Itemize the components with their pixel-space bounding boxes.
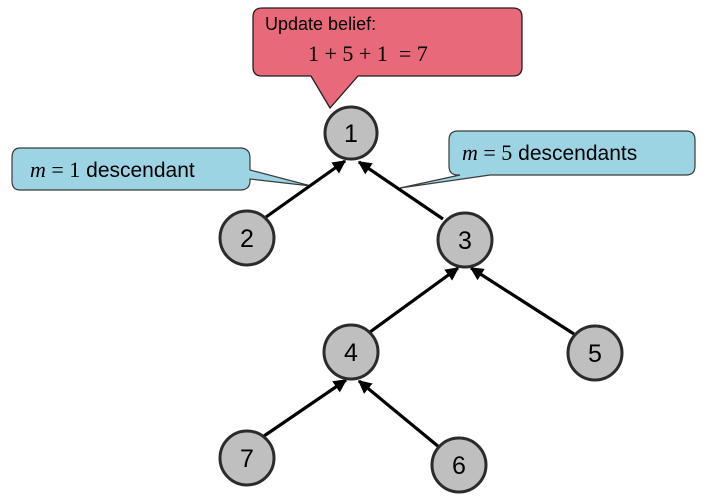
- tree-node-4: 4: [322, 323, 380, 381]
- node-label: 1: [344, 120, 358, 148]
- tree-node-3: 3: [436, 211, 494, 269]
- node-label: 7: [240, 445, 254, 473]
- edge-5-to-3: [469, 266, 575, 336]
- right-descendant-label: m = 5 descendants: [462, 140, 637, 165]
- left-descendant-eq: = 1: [46, 157, 80, 182]
- node-label: 4: [344, 339, 358, 367]
- edge-6-to-4: [357, 379, 441, 449]
- update-belief-callout: Update belief: 1 + 5 + 1 = 7: [252, 7, 523, 110]
- edge-3-to-1: [357, 160, 444, 221]
- node-label: 2: [240, 225, 254, 253]
- tree-node-7: 7: [218, 429, 276, 487]
- edge-7-to-4: [263, 378, 348, 438]
- right-descendant-var: m: [462, 140, 478, 165]
- left-descendant-text: descendant: [80, 159, 195, 182]
- update-belief-title: Update belief:: [265, 14, 376, 34]
- right-descendant-callout: m = 5 descendants: [399, 130, 696, 189]
- left-descendant-var: m: [30, 157, 46, 182]
- tree-node-6: 6: [430, 436, 488, 494]
- left-descendant-callout: m = 1 descendant: [11, 147, 312, 191]
- update-belief-equation: 1 + 5 + 1 = 7: [308, 41, 428, 66]
- nodes: 1 2 3 4 5 6 7: [218, 105, 624, 494]
- tree-node-5: 5: [566, 324, 624, 382]
- node-label: 3: [458, 227, 472, 255]
- right-descendant-text: descendants: [512, 142, 637, 165]
- left-descendant-label: m = 1 descendant: [30, 157, 195, 182]
- tree-node-1: 1: [323, 105, 379, 161]
- edge-4-to-3: [369, 266, 460, 334]
- tree-node-2: 2: [218, 209, 276, 267]
- node-label: 6: [452, 452, 466, 480]
- edges: [263, 159, 575, 449]
- node-label: 5: [588, 340, 602, 368]
- right-descendant-eq: = 5: [478, 140, 512, 165]
- edge-2-to-1: [265, 159, 347, 219]
